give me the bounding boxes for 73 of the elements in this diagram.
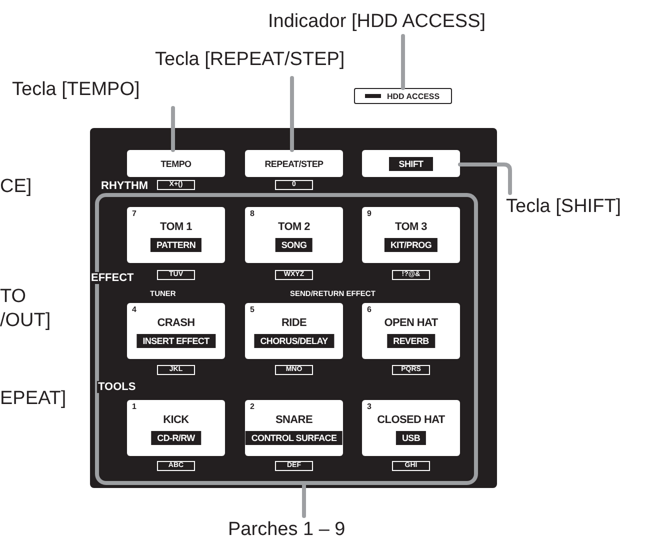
pad-number: 3 xyxy=(367,402,372,411)
pad-number: 8 xyxy=(250,209,254,218)
pad-name: KICK xyxy=(162,414,190,426)
pad-function: INSERT EFFECT xyxy=(136,334,216,348)
drum-pad xyxy=(362,303,460,359)
callout-label: Tecla [SHIFT] xyxy=(506,193,646,221)
indicator-panel xyxy=(354,88,452,104)
callout-label: Tecla [TEMPO] xyxy=(12,76,182,104)
callout-label: EPEAT] xyxy=(0,388,66,410)
leader-line xyxy=(302,483,306,518)
character-tag xyxy=(275,180,313,190)
pad-name: OPEN HAT xyxy=(383,317,439,329)
pad-name: TOM 2 xyxy=(277,221,311,233)
drum-pad xyxy=(127,207,225,263)
character-tag xyxy=(275,461,313,471)
pad-number: 1 xyxy=(132,402,136,411)
leader-line xyxy=(401,34,405,90)
character-tag xyxy=(392,270,430,280)
drum-pad xyxy=(245,207,343,263)
pad-function: PATTERN xyxy=(150,238,202,252)
leader-line xyxy=(290,76,294,152)
pad-function: KIT/PROG xyxy=(384,238,438,252)
section-label: EFFECT xyxy=(90,272,135,284)
drum-pad xyxy=(362,207,460,263)
pad-number: 4 xyxy=(132,305,136,314)
callout-label: CE] xyxy=(0,176,32,198)
pad-name: TOM 1 xyxy=(159,221,193,233)
character-tag xyxy=(157,180,195,190)
callout-label: Indicador [HDD ACCESS] xyxy=(268,8,548,36)
indicator-label: HDD ACCESS xyxy=(387,92,440,100)
pad-number: 7 xyxy=(132,209,136,218)
key-button xyxy=(362,150,460,177)
pad-function: SONG xyxy=(275,238,313,252)
drum-pad xyxy=(127,400,225,456)
character-tag xyxy=(157,365,195,375)
pad-name: RIDE xyxy=(280,317,308,329)
key-button xyxy=(245,150,343,177)
character-tag xyxy=(275,365,313,375)
section-label: TOOLS xyxy=(97,381,137,393)
character-tag xyxy=(392,461,430,471)
leader-line xyxy=(171,106,175,152)
pad-function: CHORUS/DELAY xyxy=(254,334,334,348)
key-button xyxy=(127,150,225,177)
drum-pad xyxy=(362,400,460,456)
key-label: REPEAT/STEP xyxy=(264,158,324,168)
drum-pad xyxy=(127,303,225,359)
pad-function: CONTROL SURFACE xyxy=(245,431,343,445)
pad-function: REVERB xyxy=(387,334,435,348)
pad-number: 2 xyxy=(250,402,254,411)
drum-pad xyxy=(245,303,343,359)
pad-number: 6 xyxy=(367,305,372,314)
pad-function: CD-R/RW xyxy=(151,431,201,445)
pad-name: CRASH xyxy=(156,317,196,329)
pad-name: CLOSED HAT xyxy=(376,414,446,426)
pad-function: USB xyxy=(396,431,426,445)
key-label: TEMPO xyxy=(160,158,192,168)
character-tag xyxy=(392,365,430,375)
callout-label: /OUT] xyxy=(0,310,51,332)
control-panel xyxy=(90,128,497,488)
pad-number: 9 xyxy=(367,209,372,218)
section-label: RHYTHM xyxy=(100,180,150,192)
callout-label: Tecla [REPEAT/STEP] xyxy=(155,46,397,74)
callout-label: TO xyxy=(0,286,26,308)
pad-name: TOM 3 xyxy=(394,221,428,233)
character-tag xyxy=(275,270,313,280)
character-tag xyxy=(157,270,195,280)
callout-label: Parches 1 – 9 xyxy=(228,516,380,544)
drum-pad xyxy=(245,400,343,456)
character-tag xyxy=(157,461,195,471)
key-label: SHIFT xyxy=(388,156,434,170)
leader-line xyxy=(458,162,512,195)
pad-name: SNARE xyxy=(274,414,314,426)
pad-number: 5 xyxy=(250,305,254,314)
